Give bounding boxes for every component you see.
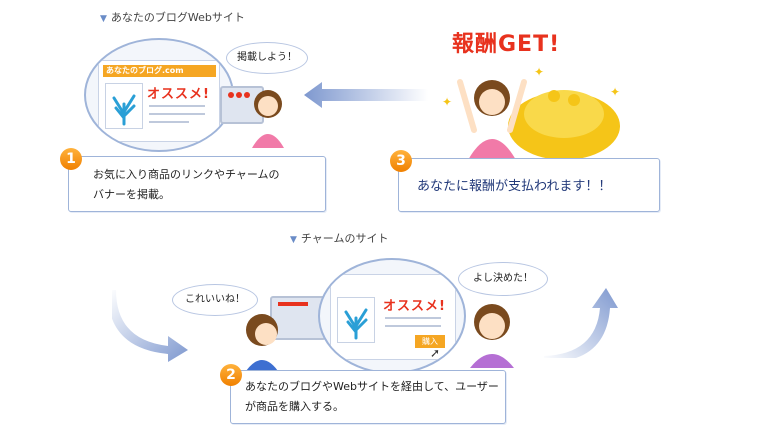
step1-line2: バナーを掲載。	[93, 188, 170, 201]
reward-title: 報酬GET!	[452, 32, 561, 57]
blog-site-label: あなたのブログ.com	[103, 65, 216, 77]
product-image	[337, 297, 375, 343]
text-line	[385, 317, 441, 319]
step3-box: あなたに報酬が支払われます！！	[398, 158, 660, 212]
top-heading-text: あなたのブログWebサイト	[110, 11, 245, 24]
arrow-left-icon	[304, 82, 428, 108]
plant-icon	[112, 94, 136, 126]
osusume-label: オススメ!	[383, 299, 446, 314]
step3-number: 3	[390, 150, 412, 172]
text-line	[149, 105, 205, 107]
mid-heading-text: チャームのサイト	[300, 232, 389, 245]
text-line	[149, 113, 205, 115]
step1-box: お気に入り商品のリンクやチャームの バナーを掲載。	[68, 156, 326, 212]
nice-bubble: これいいね！	[172, 284, 258, 316]
step3-text: あなたに報酬が支払われます！！	[417, 179, 612, 194]
text-line	[385, 325, 441, 327]
charm-browser-window: オススメ! 購入	[330, 274, 456, 360]
woman-at-computer-icon	[252, 90, 284, 148]
step1-line1: お気に入り商品のリンクやチャームの	[93, 168, 280, 181]
cursor-icon: ➚	[430, 346, 441, 360]
text-line	[149, 121, 189, 123]
step2-line1: あなたのブログやWebサイトを経由して、ユーザー	[245, 380, 499, 393]
top-heading: ▼あなたのブログWebサイト	[100, 9, 245, 25]
blog-browser-window: あなたのブログ.com オススメ!	[98, 60, 220, 142]
blog-zoom-circle: あなたのブログ.com オススメ!	[84, 38, 234, 152]
decided-bubble: よし決めた！	[458, 262, 548, 296]
step2-number: 2	[220, 364, 242, 386]
curved-arrow-up-icon	[544, 288, 618, 358]
mid-heading: ▼チャームのサイト	[290, 230, 388, 246]
man-at-computer-icon	[244, 314, 280, 374]
svg-text:✦: ✦	[610, 85, 620, 99]
step2-box: あなたのブログやWebサイトを経由して、ユーザー が商品を購入する。	[230, 370, 506, 424]
post-bubble: 掲載しよう！	[226, 42, 308, 74]
svg-text:✦: ✦	[534, 65, 544, 79]
triangle-down-icon: ▼	[290, 235, 297, 245]
osusume-label: オススメ!	[147, 87, 210, 102]
charm-zoom-circle: オススメ! 購入	[318, 258, 466, 374]
buy-button[interactable]: 購入	[415, 335, 445, 348]
step2-line2: が商品を購入する。	[245, 400, 344, 413]
curved-arrow-right-icon	[112, 290, 188, 362]
svg-text:✦: ✦	[442, 95, 452, 109]
woman-deciding-icon	[470, 304, 514, 368]
coins-and-woman-icon: ✦ ✦ ✦	[442, 65, 620, 160]
triangle-down-icon: ▼	[100, 14, 107, 24]
step1-number: 1	[60, 148, 82, 170]
product-image	[105, 83, 143, 129]
plant-icon	[344, 308, 368, 340]
